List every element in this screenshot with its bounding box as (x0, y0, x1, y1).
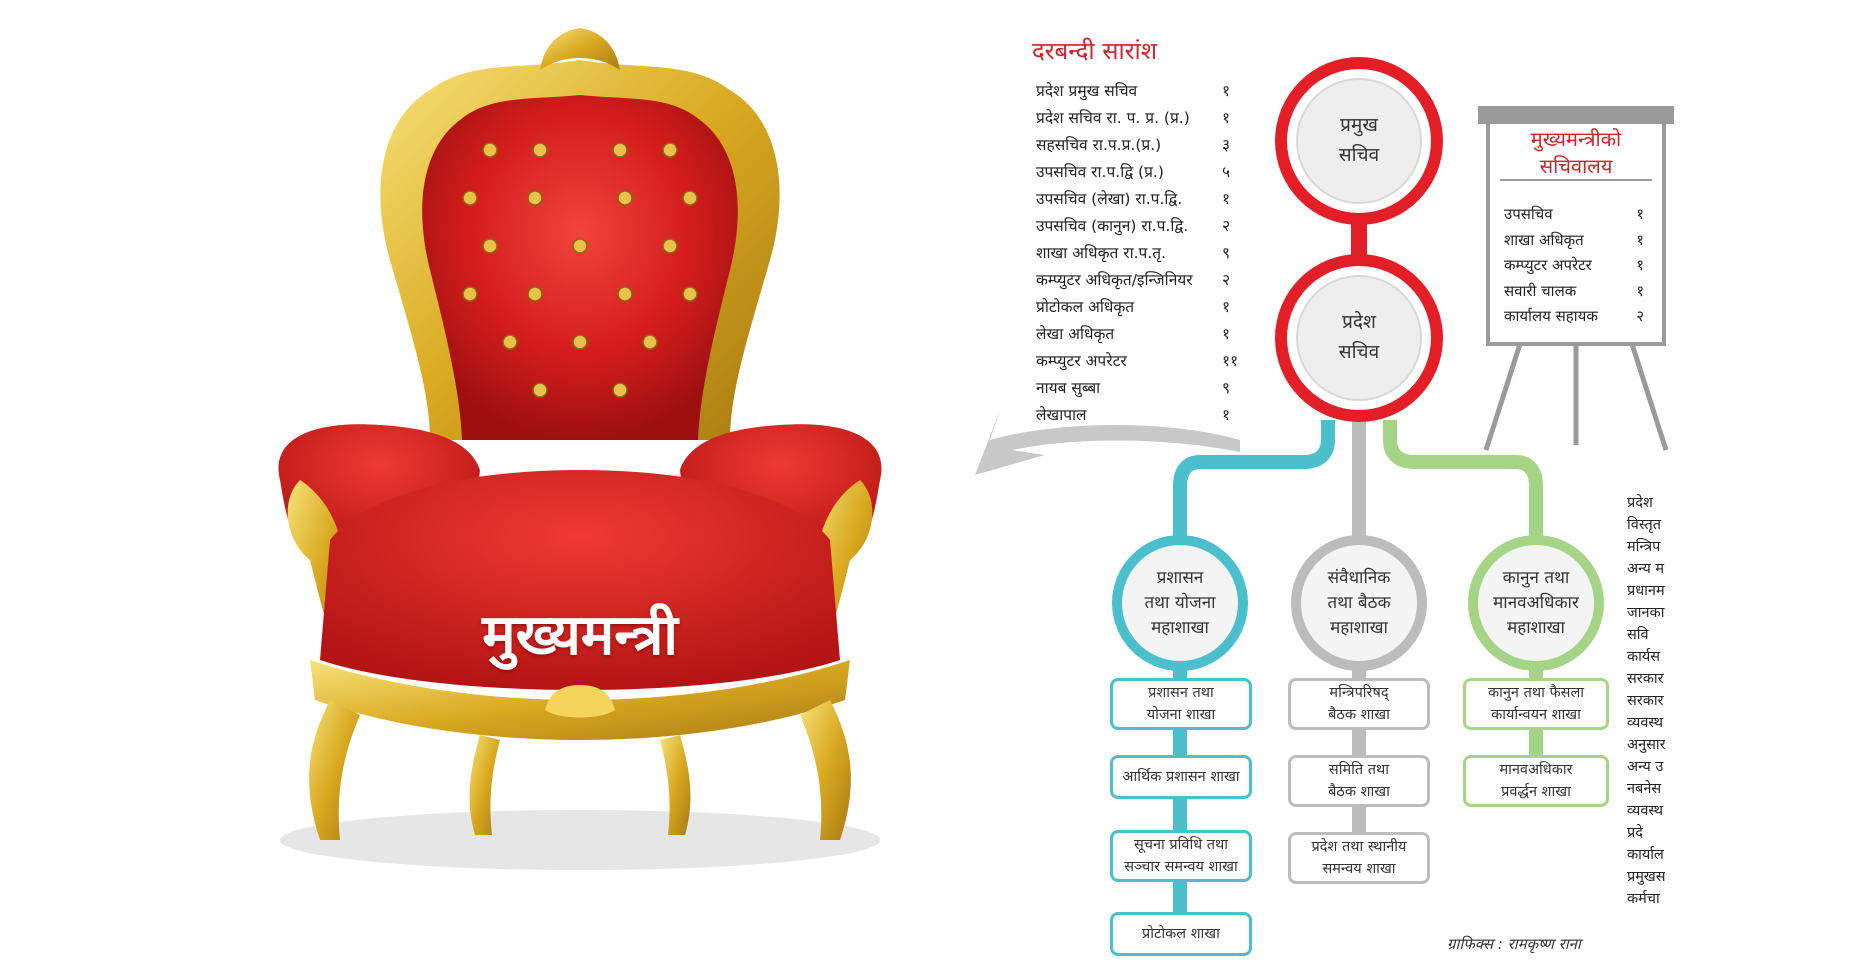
tuft-button (482, 238, 498, 254)
tuft-button (662, 142, 678, 158)
tuft-button (527, 286, 543, 302)
branch-financial-admin: आर्थिक प्रशासन शाखा (1110, 755, 1252, 799)
tuft-button (612, 382, 628, 398)
crown-ornament (540, 28, 620, 70)
branch-admin-planning: प्रशासन तथायोजना शाखा (1110, 678, 1252, 730)
summary-row: शाखा अधिकृत रा.प.तृ.९ (1036, 244, 1231, 262)
branch-cabinet-meeting: मन्त्रिपरिषद्बैठक शाखा (1288, 678, 1430, 730)
secretariat-board (1478, 106, 1674, 451)
branch-it-communication: सूचना प्रविधि तथासञ्चार समन्वय शाखा (1110, 830, 1252, 882)
summary-row: उपसचिव (लेखा) रा.प.द्वि.१ (1036, 190, 1231, 208)
chief-secretary-node: प्रमुख सचिव (1299, 110, 1419, 170)
side-text-line: कार्याल (1627, 847, 1664, 863)
tuft-button (532, 142, 548, 158)
branch-law-verdict: कानुन तथा फैसलाकार्यान्वयन शाखा (1463, 678, 1609, 730)
side-text-line: विस्तृत (1627, 517, 1661, 533)
side-text-line: प्रधानम (1627, 583, 1665, 599)
tuft-button (462, 286, 478, 302)
summary-row: प्रदेश सचिव रा. प. प्र. (प्र.)१ (1036, 109, 1231, 127)
mid-right-leg (660, 735, 691, 835)
side-text-line: प्रदे (1627, 825, 1643, 841)
summary-row: उपसचिव रा.प.द्वि (प्र.)५ (1036, 163, 1231, 181)
front-right-leg (800, 700, 851, 840)
province-secretary-line1: प्रदेश (1342, 311, 1376, 333)
chief-secretary-line1: प्रमुख (1340, 114, 1378, 136)
side-text-line: व्यवस्थ (1627, 803, 1664, 819)
summary-row: नायब सुब्बा९ (1036, 379, 1231, 397)
front-left-leg (309, 700, 360, 840)
tuft-button (527, 190, 543, 206)
branch-protocol: प्रोटोकल शाखा (1110, 912, 1252, 956)
grey-connector (1352, 420, 1366, 548)
tuft-button (502, 334, 518, 350)
side-text-line: सवि (1627, 627, 1649, 643)
chair-seat (320, 470, 840, 690)
tuft-button (572, 238, 588, 254)
tuft-button (612, 142, 628, 158)
side-text-line: प्रदेश (1627, 495, 1653, 511)
summary-arrow (975, 410, 1240, 475)
tuft-button (617, 286, 633, 302)
side-text-line: अन्य उ (1627, 759, 1664, 775)
side-text-line: अन्य म (1627, 561, 1665, 577)
side-text-line: सरकार (1627, 671, 1664, 687)
tuft-button (642, 334, 658, 350)
tuft-button (682, 190, 698, 206)
mid-left-leg (469, 735, 500, 835)
tufting-buttons (462, 142, 698, 398)
tuft-button (617, 190, 633, 206)
chair-back-cushion (422, 95, 738, 440)
side-text-line: व्यवस्थ (1627, 715, 1664, 731)
teal-connector (1173, 420, 1335, 548)
side-text-line: मन्त्रिप (1627, 539, 1661, 555)
side-text-line: कर्मचा (1627, 891, 1660, 907)
summary-row: सहसचिव रा.प.प्र.(प्र.)३ (1036, 136, 1231, 154)
tuft-button (662, 238, 678, 254)
chair-label: मुख्यमन्त्री (482, 603, 678, 668)
seat-shell-ornament (545, 685, 615, 718)
board-title: मुख्यमन्त्रीको सचिवालय (1530, 127, 1622, 178)
summary-title: दरबन्दी सारांश (1032, 37, 1158, 65)
tuft-button (572, 334, 588, 350)
green-connector (1383, 420, 1543, 548)
side-text-line: नबनेस (1627, 781, 1662, 797)
side-article-text: प्रदेश विस्तृत मन्त्रिप अन्य म प्रधानम जानका स… (1627, 492, 1665, 910)
branch-committee-meeting: समिति तथाबैठक शाखा (1288, 755, 1430, 807)
tuft-button (682, 286, 698, 302)
chief-secretary-line2: सचिव (1338, 144, 1380, 166)
side-text-line: अनुसार (1627, 737, 1665, 753)
side-text-line: प्रमुखस (1627, 869, 1665, 885)
province-secretary-line2: सचिव (1338, 341, 1380, 363)
graphics-credit: ग्राफिक्स : रामकृष्ण राना (1447, 935, 1581, 953)
summary-row: उपसचिव (कानुन) रा.प.द्वि.२ (1036, 217, 1231, 235)
side-text-line: सरकार (1627, 693, 1664, 709)
tuft-button (532, 382, 548, 398)
chair-illustration (278, 28, 882, 870)
side-text-line: जानका (1627, 605, 1665, 621)
tuft-button (462, 190, 478, 206)
tuft-button (482, 142, 498, 158)
province-secretary-node: प्रदेश सचिव (1299, 307, 1419, 367)
side-text-line: कार्यस (1627, 649, 1661, 665)
